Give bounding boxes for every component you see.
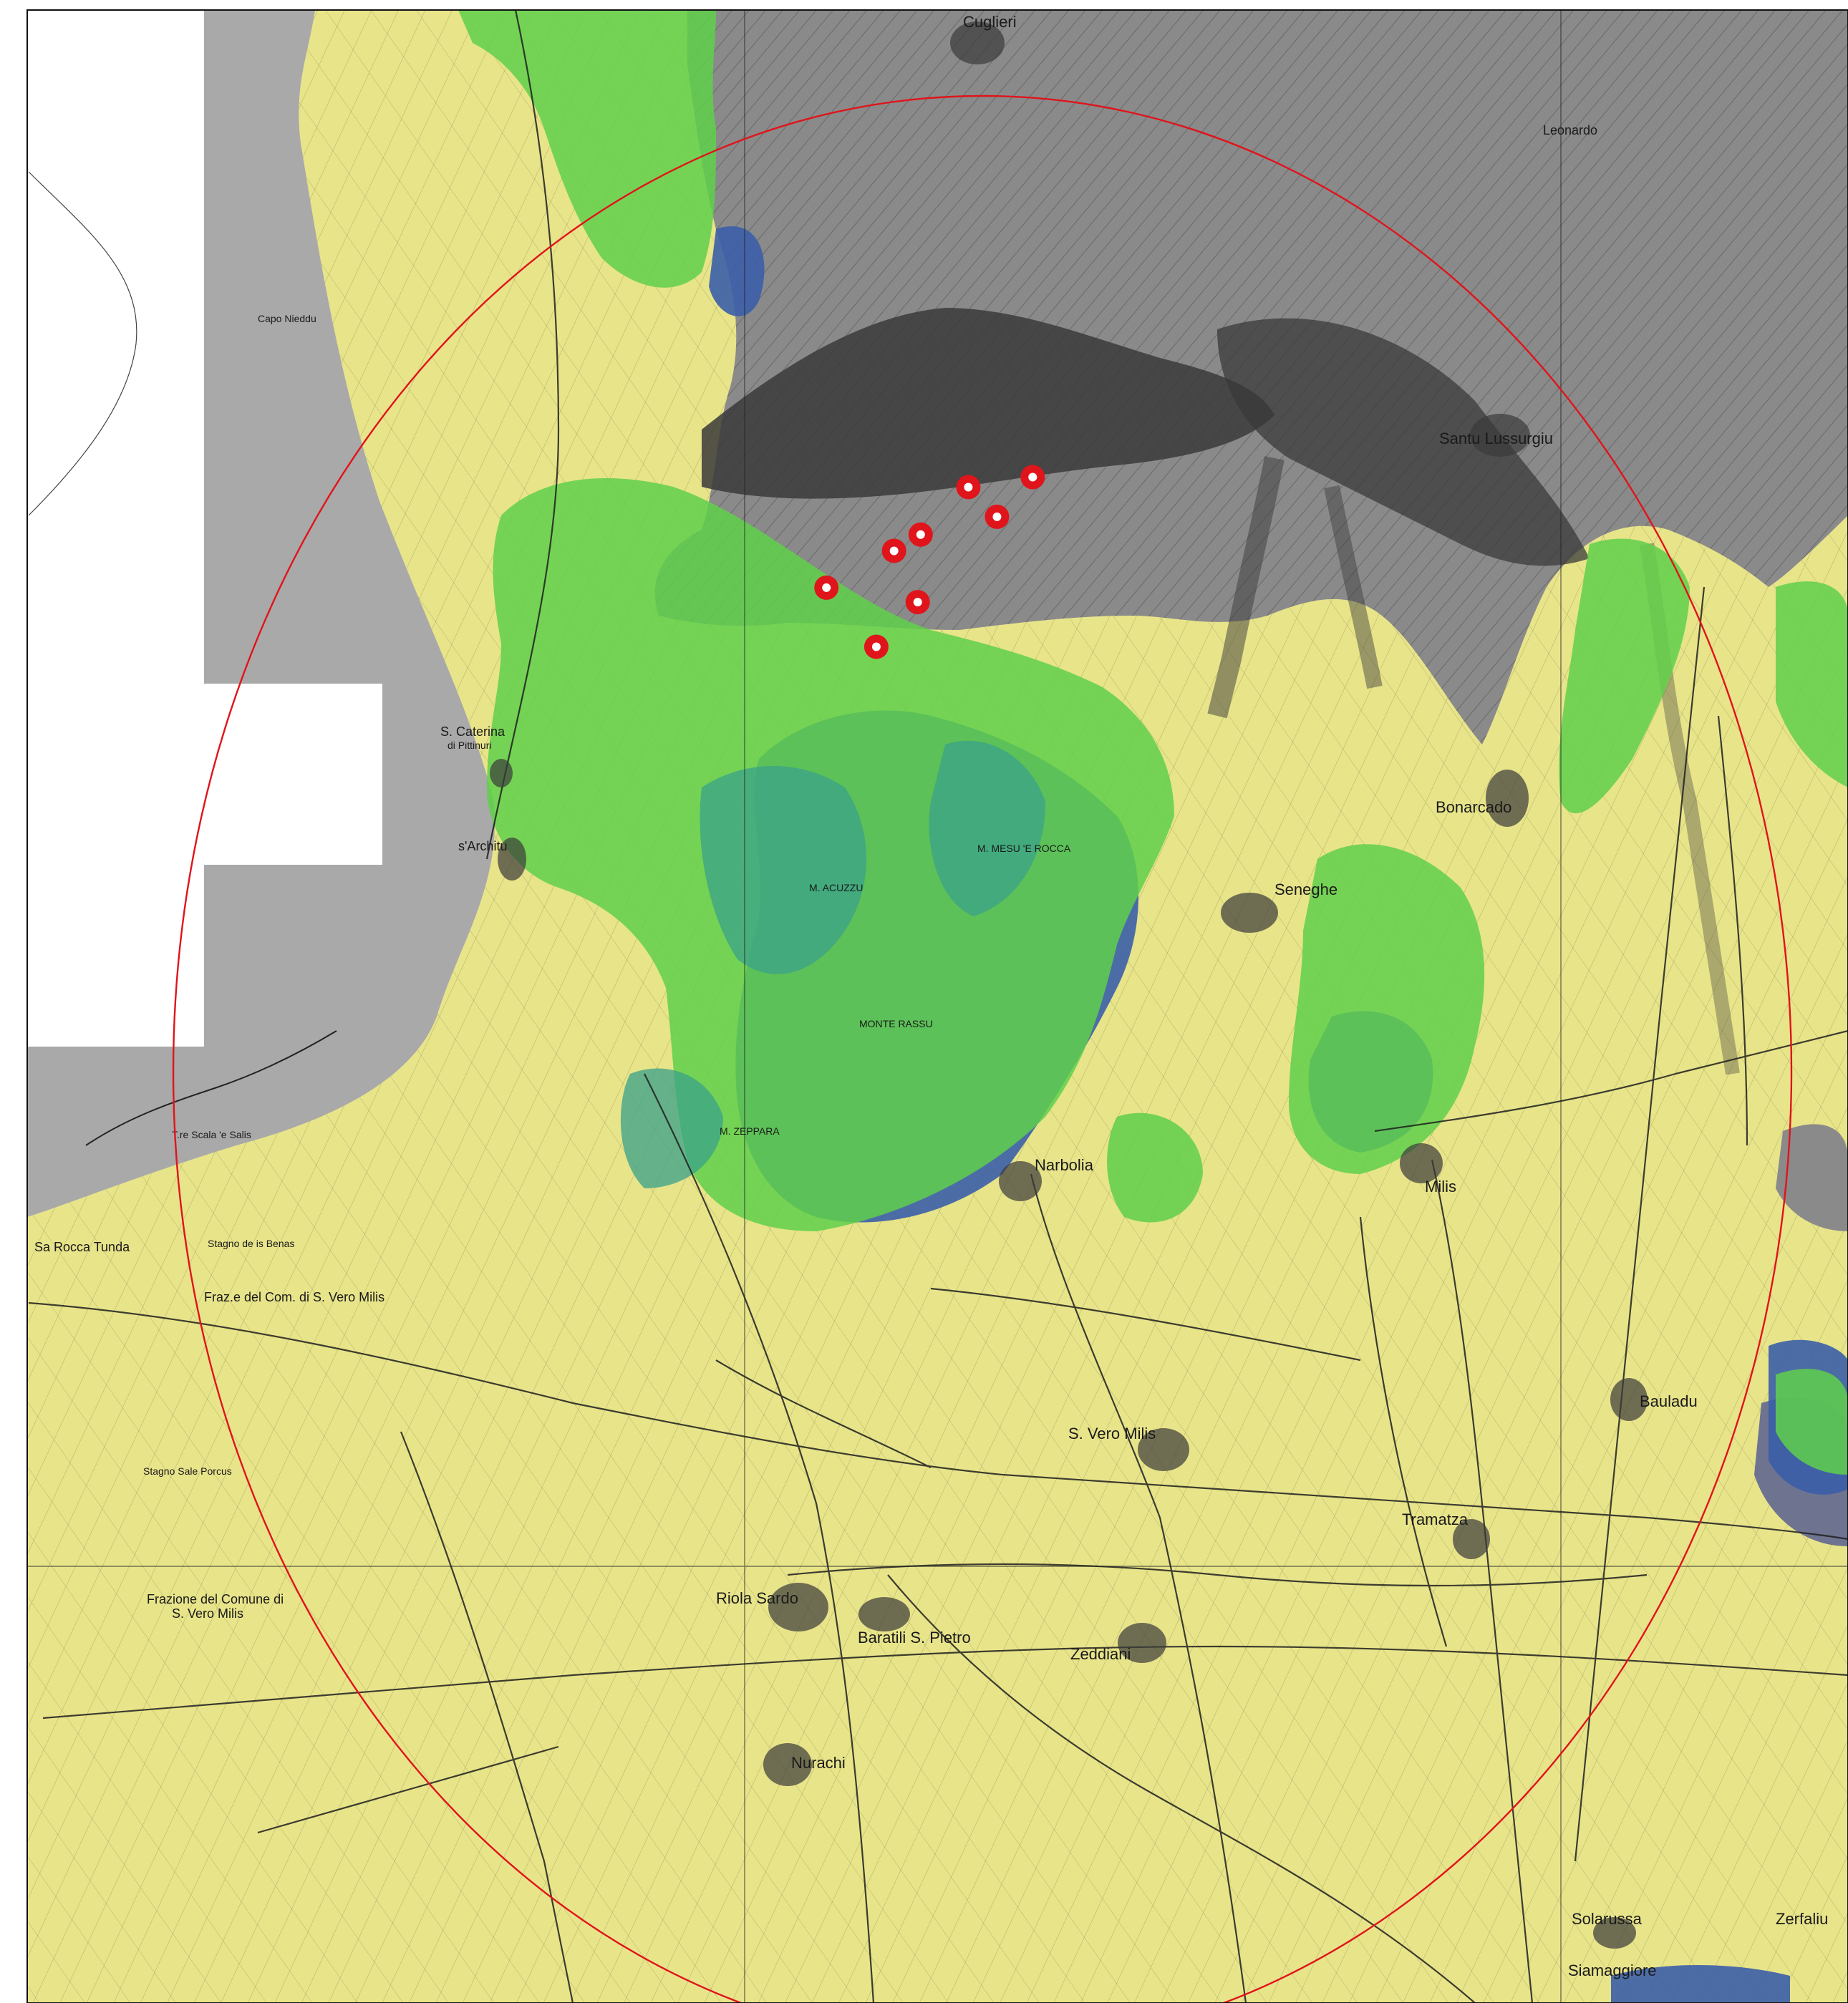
site-marker [905, 590, 930, 615]
label-s-caterina-sub: di Pittinuri [448, 739, 491, 751]
label-cuglieri: Cuglieri [963, 13, 1017, 31]
site-marker [1020, 465, 1045, 490]
label-frazione-top: Fraz.e del Com. di S. Vero Milis [204, 1290, 384, 1304]
label-s-caterina: S. Caterina [440, 724, 505, 739]
dark-ridge-west [702, 308, 1274, 499]
site-marker [956, 475, 981, 500]
blank-inset [27, 10, 382, 1047]
site-marker [863, 634, 889, 659]
marker-layer [814, 465, 1045, 659]
label-santu-lussurgiu: Santu Lussurgiu [1439, 430, 1553, 447]
label-capo-nieddu: Capo Nieddu [258, 313, 316, 324]
label-sa-rocca-tunda: Sa Rocca Tunda [34, 1240, 130, 1254]
site-marker-center [992, 512, 1002, 521]
label-zeddiani: Zeddiani [1070, 1645, 1131, 1663]
map-body: Cuglieri Leonardo Santu Lussurgiu Capo N… [27, 9, 1848, 2003]
label-m-mesu-rocca: M. MESU 'E ROCCA [977, 843, 1071, 854]
label-narbolia: Narbolia [1035, 1156, 1094, 1174]
site-marker-center [822, 583, 831, 592]
label-baratili: Baratili S. Pietro [858, 1629, 971, 1646]
label-stagno-sale-porcus: Stagno Sale Porcus [143, 1465, 232, 1477]
site-marker [881, 538, 906, 563]
label-riola: Riola Sardo [716, 1589, 798, 1607]
label-torre-scala-salis: T.re Scala 'e Salis [172, 1129, 251, 1140]
label-stagno-is-benas: Stagno de is Benas [208, 1238, 294, 1249]
site-marker-center [871, 642, 881, 651]
place-labels: Cuglieri Leonardo Santu Lussurgiu Capo N… [34, 13, 1828, 1979]
label-m-acuzzu: M. ACUZZU [809, 882, 863, 893]
grid-lines [27, 10, 1848, 2003]
site-marker [985, 504, 1010, 529]
site-marker [814, 575, 839, 600]
map-border [26, 9, 1848, 2003]
label-siamaggiore: Siamaggiore [1568, 1961, 1657, 1979]
label-leonardo: Leonardo [1543, 123, 1597, 137]
viewshed-teal [620, 740, 1045, 1188]
label-s-architu: s'Architu [458, 839, 507, 853]
site-marker-center [916, 530, 925, 539]
label-m-zeppara: M. ZEPPARA [720, 1125, 780, 1137]
road-network [28, 9, 1848, 2003]
label-solarussa: Solarussa [1572, 1910, 1643, 1928]
label-milis: Milis [1425, 1178, 1456, 1196]
dark-ridge-east [1217, 318, 1590, 566]
site-marker-center [913, 598, 922, 607]
site-marker [908, 522, 933, 547]
label-monte-rassu: MONTE RASSU [859, 1018, 933, 1029]
town-blocks [490, 21, 1648, 1949]
label-tramatza: Tramatza [1402, 1510, 1469, 1528]
label-bonarcado: Bonarcado [1436, 798, 1511, 816]
label-bauladu: Bauladu [1640, 1392, 1698, 1410]
label-s-vero-milis: S. Vero Milis [1068, 1425, 1156, 1442]
label-seneghe: Seneghe [1274, 881, 1337, 898]
range-circle [173, 95, 1792, 2003]
label-zerfaliu: Zerfaliu [1776, 1910, 1828, 1928]
label-nurachi: Nurachi [791, 1754, 846, 1772]
site-marker-center [1028, 472, 1037, 482]
site-marker-center [964, 482, 973, 492]
label-frazione-1: Frazione del Comune di [147, 1592, 284, 1606]
site-marker-center [889, 546, 899, 556]
label-frazione-2: S. Vero Milis [172, 1606, 243, 1621]
